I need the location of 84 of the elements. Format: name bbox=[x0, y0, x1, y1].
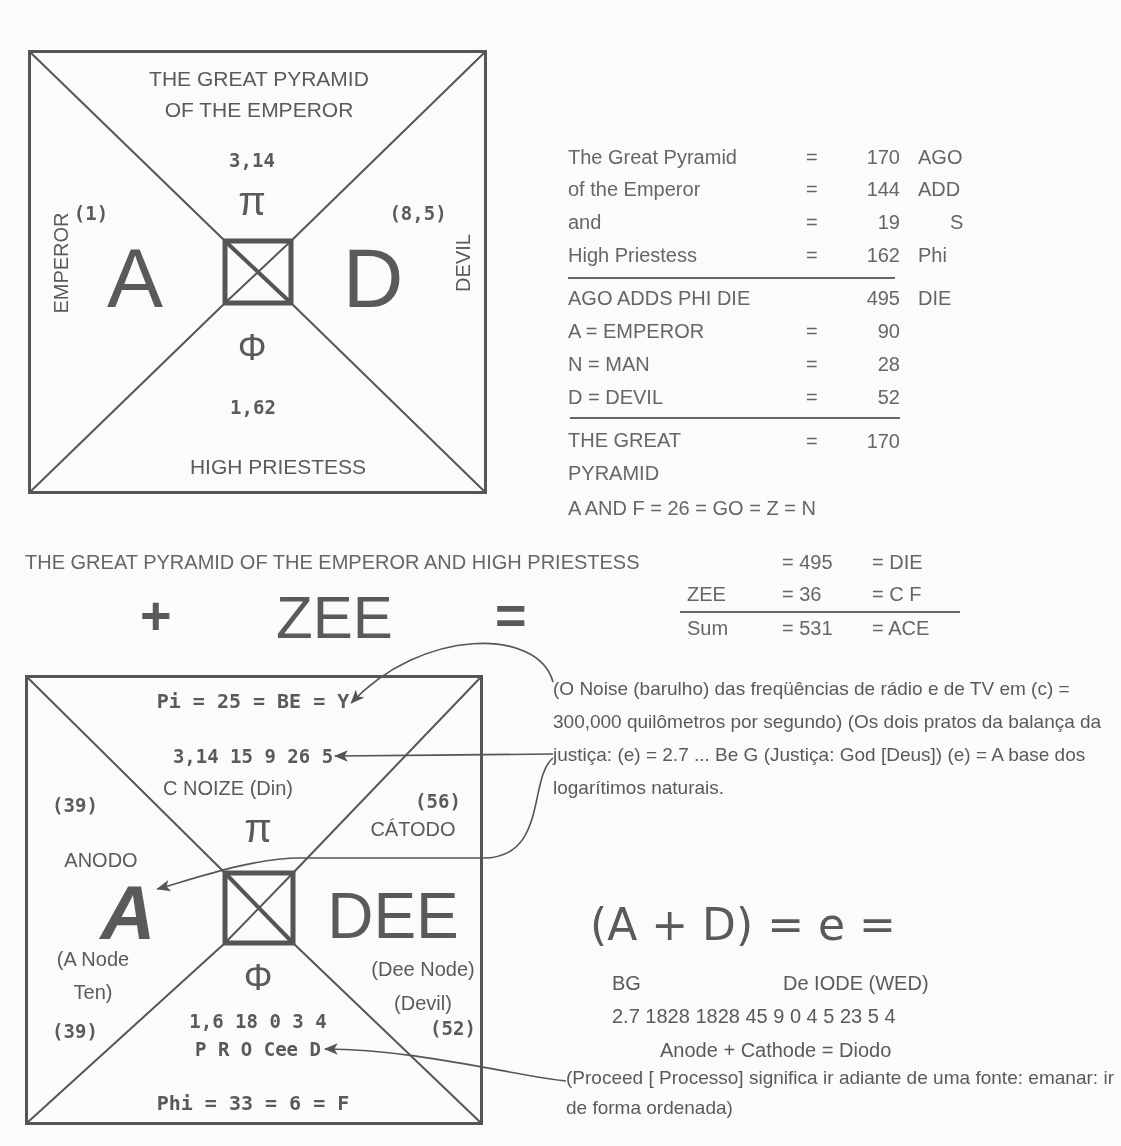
letter-text: DEE bbox=[327, 884, 459, 948]
side-label: EMPEROR bbox=[51, 212, 71, 314]
table-text: = bbox=[806, 354, 818, 374]
table-text: 170 bbox=[865, 431, 900, 451]
word-text: ANODO bbox=[64, 850, 138, 870]
number-text: (39) bbox=[52, 795, 98, 815]
letter-text: D bbox=[342, 236, 404, 320]
number-text: (39) bbox=[52, 1021, 98, 1041]
curved-arrow bbox=[333, 750, 554, 762]
table-text: 162 bbox=[865, 245, 900, 265]
number-text: 3,14 bbox=[229, 150, 275, 170]
table-text: D = DEVIL bbox=[568, 387, 664, 407]
word-text: (Dee Node) bbox=[371, 959, 475, 979]
table-text: 170 bbox=[865, 147, 900, 167]
table-text: = bbox=[806, 387, 818, 407]
word-text: ZEE bbox=[276, 588, 393, 648]
table-text: AGO ADDS PHI DIE bbox=[568, 288, 751, 308]
table-text: S bbox=[950, 212, 964, 232]
table-text: DIE bbox=[918, 288, 952, 308]
number-text: 2.7 1828 1828 45 9 0 4 5 23 5 4 bbox=[612, 1006, 896, 1026]
formula-text: (A + D) = e = bbox=[590, 903, 896, 947]
table-text: 495 bbox=[865, 288, 900, 308]
word-text: C NOIZE (Din) bbox=[163, 778, 293, 798]
heading-text: THE GREAT PYRAMID OF THE EMPEROR bbox=[148, 66, 370, 123]
formula-text: Phi = 33 = 6 = F bbox=[156, 1093, 350, 1113]
note-paragraph: (Proceed [ Processo] significa ir adiante de uma fonte: emanar: ir de forma ordenada) bbox=[566, 1063, 1114, 1123]
equals-sign: = bbox=[495, 588, 527, 642]
equation-text: Sum bbox=[687, 618, 729, 638]
table-text: THE GREAT PYRAMID bbox=[568, 428, 682, 486]
curved-arrow bbox=[323, 1043, 567, 1082]
table-text: = bbox=[806, 245, 818, 265]
word-text: BG bbox=[612, 973, 641, 993]
number-text: (52) bbox=[430, 1018, 476, 1038]
table-text: ADD bbox=[918, 179, 961, 199]
note-paragraph: (O Noise (barulho) das freqüências de rádio e de TV em (c) = 300,000 quilômetros por segundo) (Os dois pratos da balança da justiça: (e) = 2.7 ... Be G (Justiça: God [Deus]) (e) = A base dos logarítimos naturais. bbox=[553, 672, 1108, 804]
word-text: (Devil) bbox=[394, 993, 452, 1013]
table-text: N = MAN bbox=[568, 354, 650, 374]
side-label: DEVIL bbox=[453, 234, 473, 292]
table-text: 19 bbox=[876, 212, 900, 232]
equation-text: THE GREAT PYRAMID OF THE EMPEROR AND HIGH PRIESTESS bbox=[25, 552, 640, 572]
equation-text: Anode + Cathode = Diodo bbox=[660, 1040, 892, 1060]
equation-text: = C F bbox=[872, 584, 922, 604]
table-text: = bbox=[806, 147, 818, 167]
table-text: Phi bbox=[918, 245, 947, 265]
table-text: High Priestess bbox=[568, 245, 697, 265]
equation-text: = 531 bbox=[782, 618, 833, 638]
equation-text: = 36 bbox=[782, 584, 822, 604]
number-text: (56) bbox=[415, 791, 461, 811]
table-text: of the Emperor bbox=[568, 179, 701, 199]
number-text: 1,6 18 0 3 4 bbox=[189, 1011, 327, 1031]
table-text: = bbox=[806, 179, 818, 199]
table-text: = bbox=[806, 321, 818, 341]
number-text: (1) bbox=[73, 203, 109, 223]
equation-text: ZEE bbox=[687, 584, 726, 604]
number-text: 1,62 bbox=[230, 397, 276, 417]
phi-symbol: Φ bbox=[237, 330, 267, 366]
table-text: = bbox=[806, 212, 818, 232]
number-text: 3,14 15 9 26 5 bbox=[172, 746, 334, 766]
plus-sign: + bbox=[140, 588, 172, 642]
word-text: P R O Cee D bbox=[195, 1039, 321, 1059]
equation-text: = 495 bbox=[782, 552, 833, 572]
number-text: (8,5) bbox=[389, 203, 447, 223]
table-text: 28 bbox=[876, 354, 900, 374]
curved-arrow bbox=[156, 757, 554, 892]
phi-symbol: Φ bbox=[243, 960, 273, 996]
table-text: A AND F = 26 = GO = Z = N bbox=[568, 498, 816, 518]
table-text: 90 bbox=[876, 321, 900, 341]
pi-symbol: π bbox=[238, 181, 266, 221]
table-text: and bbox=[568, 212, 602, 232]
table-text: 144 bbox=[865, 179, 900, 199]
table-text: AGO bbox=[918, 147, 963, 167]
table-text: 52 bbox=[876, 387, 900, 407]
equation-text: = DIE bbox=[872, 552, 923, 572]
footer-text: HIGH PRIESTESS bbox=[189, 455, 367, 477]
curved-arrow bbox=[350, 642, 554, 704]
table-text: The Great Pyramid bbox=[568, 147, 737, 167]
word-text: De IODE (WED) bbox=[783, 973, 929, 993]
equation-text: = ACE bbox=[872, 618, 930, 638]
formula-text: Pi = 25 = BE = Y bbox=[156, 691, 350, 711]
letter-text: A bbox=[107, 236, 163, 320]
table-text: A = EMPEROR bbox=[568, 321, 705, 341]
table-text: = bbox=[806, 431, 818, 451]
pi-symbol: π bbox=[244, 808, 272, 848]
word-text: CÁTODO bbox=[370, 819, 456, 839]
